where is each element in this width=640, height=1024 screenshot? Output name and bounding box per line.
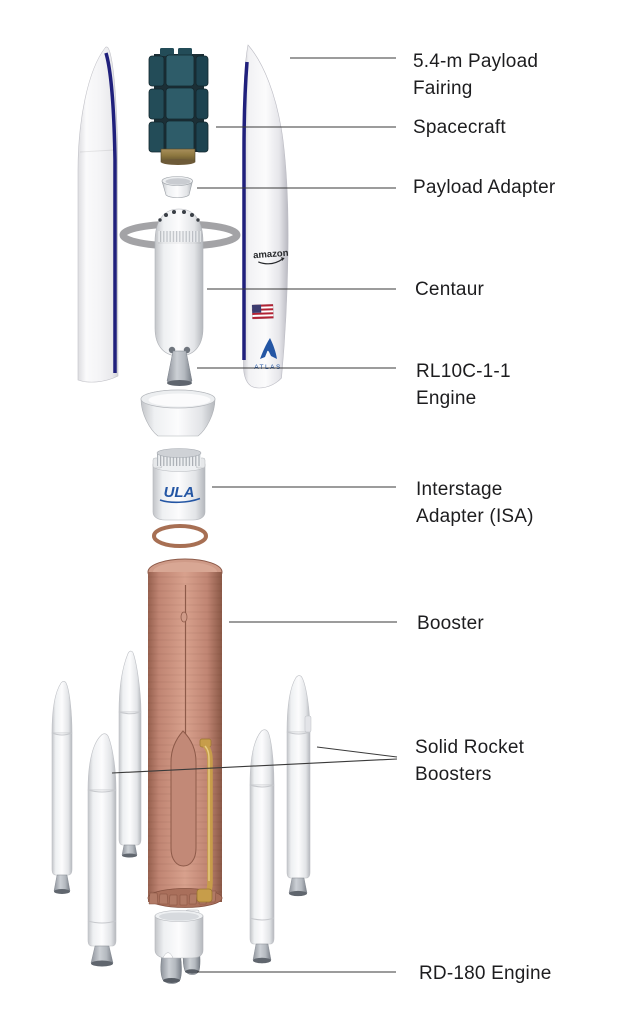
centaur-stage — [119, 208, 241, 386]
amazon-wordmark: amazon — [253, 248, 289, 261]
booster-gold-pipe — [196, 738, 213, 903]
fairing-stripe — [104, 52, 117, 373]
label-payload-fairing: 5.4-m Payload Fairing — [413, 51, 539, 99]
leader-srb-lower — [111, 758, 398, 774]
interstage-adapter-part: ULA — [152, 448, 206, 521]
spacecraft-stack — [148, 48, 209, 165]
leader-lines — [111, 57, 398, 973]
label-rd180-engine: RD-180 Engine — [419, 963, 552, 984]
ula-wordmark: ULA — [164, 484, 195, 501]
leader-srb-upper — [316, 746, 398, 758]
payload-fairing-right-half: amazon ATLAS — [242, 44, 289, 389]
amazon-smile-icon — [258, 258, 284, 265]
ula-logo: ULA — [159, 484, 201, 504]
srb-left-rear — [118, 650, 142, 858]
srb-right-front — [249, 729, 275, 964]
booster-interface-ring — [152, 524, 208, 548]
boattail — [140, 389, 216, 437]
payload-adapter-part — [161, 176, 193, 198]
label-rl10-engine: RL10C-1-1 Engine — [416, 361, 511, 409]
fairing-stripe — [242, 61, 249, 360]
booster-core — [147, 558, 223, 908]
label-centaur: Centaur — [415, 279, 484, 300]
booster-feedline-cover — [170, 730, 197, 867]
rd180-engine-part — [154, 909, 204, 984]
srb-left-front — [87, 733, 117, 967]
rl10-engine-nozzle — [166, 350, 193, 386]
amazon-logo: amazon — [253, 248, 289, 265]
payload-fairing-left-half — [77, 46, 119, 383]
label-solid-rocket-boosters: Solid Rocket Boosters — [415, 737, 525, 785]
srb-right-outer — [286, 675, 312, 897]
label-interstage-adapter: Interstage Adapter (ISA) — [416, 479, 534, 527]
label-payload-adapter: Payload Adapter — [413, 177, 556, 198]
us-flag-icon — [251, 304, 274, 320]
srb-left-outer — [51, 681, 73, 894]
label-booster: Booster — [417, 613, 484, 634]
label-spacecraft: Spacecraft — [413, 117, 506, 138]
